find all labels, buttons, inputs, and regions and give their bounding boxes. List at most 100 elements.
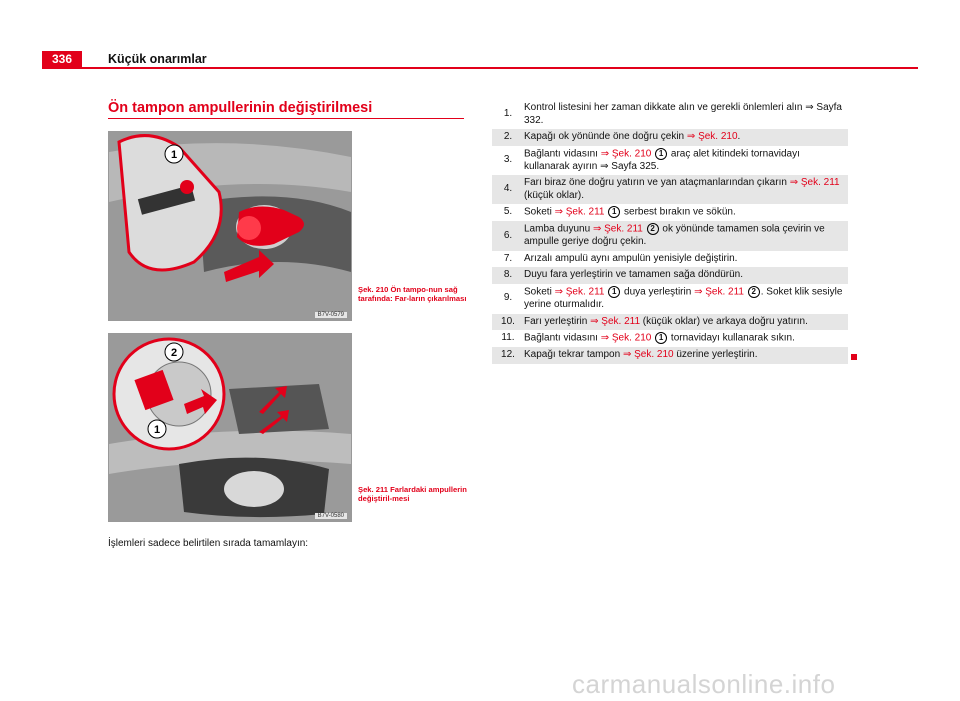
step-text-fragment: Farı biraz öne doğru yatırın ve yan ataç… bbox=[524, 177, 790, 189]
figure-code: B7V-0580 bbox=[314, 513, 347, 519]
callout-2: 2 bbox=[171, 347, 177, 359]
figure-211-illustration: 2 1 B7V-0580 bbox=[108, 333, 352, 522]
figure-reference-link[interactable]: ⇒ Şek. 211 bbox=[554, 206, 605, 218]
figure-reference-link[interactable]: ⇒ Şek. 210 bbox=[600, 332, 652, 344]
section-divider bbox=[108, 118, 464, 119]
figure-210-illustration: 1 B7V-0579 bbox=[108, 131, 352, 321]
step-text: Soketi ⇒ Şek. 211 1 serbest bırakın ve s… bbox=[524, 206, 848, 219]
end-marker bbox=[851, 354, 857, 360]
callout-1: 1 bbox=[171, 149, 177, 161]
step-text: Farı biraz öne doğru yatırın ve yan ataç… bbox=[524, 177, 848, 202]
callout-badge: 1 bbox=[608, 206, 621, 219]
step-text-fragment bbox=[643, 224, 646, 235]
step-row: 10. Farı yerleştirin ⇒ Şek. 211 (küçük ok… bbox=[492, 313, 848, 331]
step-number: 3. bbox=[503, 154, 513, 166]
step-text-fragment: ⇒ Sayfa 332. bbox=[524, 102, 842, 126]
step-number: 6. bbox=[503, 229, 513, 241]
step-text: Kapağı tekrar tampon ⇒ Şek. 210 üzerine … bbox=[524, 349, 848, 362]
step-text-fragment: tornavidayı kullanarak sıkın. bbox=[668, 332, 795, 344]
step-text: Soketi ⇒ Şek. 211 1 duya yerleştirin ⇒ Ş… bbox=[524, 285, 848, 312]
figure-210-caption: Şek. 210 Ön tampo-nun sağ tarafında: Far… bbox=[358, 285, 467, 304]
step-text-fragment bbox=[744, 287, 747, 298]
step-text-fragment bbox=[651, 333, 654, 344]
fog-light-bulb-drawing: 2 1 bbox=[109, 334, 351, 521]
figure-reference-link[interactable]: ⇒ Şek. 211 bbox=[592, 223, 643, 235]
step-text: Lamba duyunu ⇒ Şek. 211 2 ok yönünde tam… bbox=[524, 223, 848, 249]
step-row: 1. Kontrol listesini her zaman dikkate al… bbox=[492, 100, 848, 129]
callout-1: 1 bbox=[154, 424, 160, 436]
step-text-fragment bbox=[651, 148, 654, 159]
step-text-fragment: araç alet kitindeki tornavidayı kullanar… bbox=[524, 148, 800, 172]
step-text-fragment: Arızalı ampulü aynı ampulün yenisiyle de… bbox=[524, 252, 738, 264]
figure-reference-link[interactable]: ⇒ Şek. 210 bbox=[622, 349, 674, 361]
steps-table: 1. Kontrol listesini her zaman dikkate al… bbox=[492, 100, 848, 364]
step-text-fragment: ok yönünde tamamen sola çevirin ve ampul… bbox=[524, 223, 825, 248]
step-text-fragment: Soketi bbox=[524, 286, 555, 298]
step-text: Bağlantı vidasını ⇒ Şek. 210 1 araç alet… bbox=[524, 147, 848, 174]
step-number: 1. bbox=[503, 108, 513, 120]
figure-reference-link[interactable]: ⇒ Şek. 211 bbox=[554, 286, 605, 298]
callout-badge: 1 bbox=[655, 332, 668, 345]
step-row: 2. Kapağı ok yönünde öne doğru çekin ⇒ Şe… bbox=[492, 129, 848, 146]
step-text-fragment: Bağlantı vidasını bbox=[524, 148, 601, 160]
step-row: 4. Farı biraz öne doğru yatırın ve yan at… bbox=[492, 175, 848, 205]
step-number: 10. bbox=[501, 315, 515, 327]
step-text-fragment: Duyu fara yerleştirin ve tamamen sağa dö… bbox=[524, 269, 744, 281]
step-text-fragment: Soketi bbox=[524, 206, 555, 218]
step-number: 12. bbox=[501, 349, 515, 361]
step-row: 7. Arızalı ampulü aynı ampulün yenisiyle … bbox=[492, 251, 848, 268]
step-text: Duyu fara yerleştirin ve tamamen sağa dö… bbox=[524, 269, 848, 282]
step-number: 5. bbox=[503, 206, 513, 218]
step-number: 2. bbox=[503, 131, 513, 142]
step-row: 3. Bağlantı vidasını ⇒ Şek. 210 1 araç al… bbox=[492, 146, 848, 176]
step-text-fragment: duya yerleştirin bbox=[621, 286, 695, 298]
watermark: carmanualsonline.info bbox=[572, 669, 836, 699]
step-row: 11. Bağlantı vidasını ⇒ Şek. 210 1 tornav… bbox=[492, 330, 848, 347]
step-text-fragment bbox=[604, 287, 607, 298]
step-text-fragment: Lamba duyunu bbox=[524, 223, 593, 235]
step-text-fragment: . bbox=[737, 131, 741, 142]
figure-reference-link[interactable]: ⇒ Şek. 211 bbox=[789, 177, 840, 189]
step-row: 6. Lamba duyunu ⇒ Şek. 211 2 ok yönünde t… bbox=[492, 221, 848, 251]
figure-reference-link[interactable]: ⇒ Şek. 210 bbox=[686, 131, 738, 142]
step-text: Farı yerleştirin ⇒ Şek. 211 (küçük oklar… bbox=[524, 316, 848, 329]
step-text-fragment: (küçük oklar). bbox=[524, 189, 585, 201]
figure-211-caption: Şek. 211 Farlardaki ampullerin değiştiri… bbox=[358, 485, 467, 504]
figure-reference-link[interactable]: ⇒ Şek. 211 bbox=[590, 315, 641, 327]
callout-badge: 1 bbox=[655, 147, 668, 160]
step-text-fragment: Bağlantı vidasını bbox=[524, 332, 601, 344]
step-number: 11. bbox=[501, 332, 515, 344]
step-row: 5. Soketi ⇒ Şek. 211 1 serbest bırakın ve… bbox=[492, 204, 848, 221]
step-number: 4. bbox=[503, 183, 513, 195]
figure-code: B7V-0579 bbox=[314, 312, 347, 318]
header-divider bbox=[42, 67, 918, 69]
step-text-fragment: Kontrol listesini her zaman dikkate alın… bbox=[524, 102, 806, 113]
step-number: 9. bbox=[503, 292, 513, 304]
step-text-fragment: . Soket klik sesiyle yerine oturmalıdır. bbox=[524, 286, 843, 311]
step-number: 7. bbox=[503, 252, 513, 264]
step-text-fragment: üzerine yerleştirin. bbox=[673, 349, 758, 361]
step-text: Arızalı ampulü aynı ampulün yenisiyle de… bbox=[524, 253, 848, 266]
step-text: Kontrol listesini her zaman dikkate alın… bbox=[524, 102, 848, 127]
step-text-fragment: Kapağı tekrar tampon bbox=[524, 349, 623, 361]
callout-badge: 1 bbox=[608, 285, 621, 298]
step-text-fragment: serbest bırakın ve sökün. bbox=[621, 206, 736, 218]
step-row: 12. Kapağı tekrar tampon ⇒ Şek. 210 üzeri… bbox=[492, 347, 848, 364]
step-text-fragment: Kapağı ok yönünde öne doğru çekin bbox=[524, 131, 687, 142]
step-text: Kapağı ok yönünde öne doğru çekin ⇒ Şek.… bbox=[524, 131, 848, 144]
chapter-title: Küçük onarımlar bbox=[108, 52, 207, 66]
step-text-fragment: (küçük oklar) ve arkaya doğru yatırın. bbox=[640, 315, 808, 327]
step-text-fragment: Farı yerleştirin bbox=[524, 315, 591, 327]
figure-reference-link[interactable]: ⇒ Şek. 211 bbox=[694, 286, 744, 298]
step-number: 8. bbox=[503, 269, 513, 281]
step-text-fragment bbox=[604, 207, 607, 218]
intro-text: İşlemleri sadece belirtilen sırada tamam… bbox=[108, 538, 309, 549]
step-row: 8. Duyu fara yerleştirin ve tamamen sağa … bbox=[492, 267, 848, 284]
step-text: Bağlantı vidasını ⇒ Şek. 210 1 tornavida… bbox=[524, 332, 848, 345]
section-title: Ön tampon ampullerinin değiştirilmesi bbox=[108, 100, 373, 116]
bumper-fog-light-cover-drawing: 1 bbox=[109, 132, 351, 320]
page-number: 336 bbox=[42, 51, 82, 68]
figure-reference-link[interactable]: ⇒ Şek. 210 bbox=[600, 148, 652, 160]
callout-badge: 2 bbox=[646, 223, 659, 236]
callout-badge: 2 bbox=[747, 285, 760, 298]
